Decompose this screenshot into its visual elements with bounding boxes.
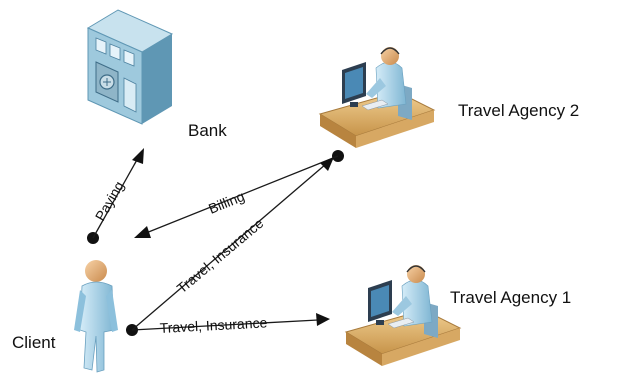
edge-paying <box>87 148 144 244</box>
edge-label-billing: Billing <box>206 188 247 217</box>
edge-billing <box>134 150 344 238</box>
arrowhead <box>316 313 330 326</box>
arrowhead <box>134 226 151 238</box>
agent-at-computer-icon <box>345 264 461 367</box>
arrowhead <box>132 148 144 164</box>
client-label: Client <box>12 333 56 352</box>
person-icon <box>74 260 118 373</box>
edge-travel-insurance-lower <box>131 313 330 331</box>
bank-label: Bank <box>188 121 227 140</box>
travel-agency-2-label: Travel Agency 2 <box>458 101 579 120</box>
arrowhead <box>320 157 334 171</box>
agent-at-computer-icon <box>319 46 435 149</box>
edge-label-paying: Paying <box>92 178 127 223</box>
travel-agency-1-label: Travel Agency 1 <box>450 288 571 307</box>
bank-building-icon <box>86 9 174 125</box>
edge-label-travel-insurance-upper: Travel, Insurance <box>174 215 267 297</box>
edge-label-travel-insurance-lower: Travel, Insurance <box>159 314 268 336</box>
